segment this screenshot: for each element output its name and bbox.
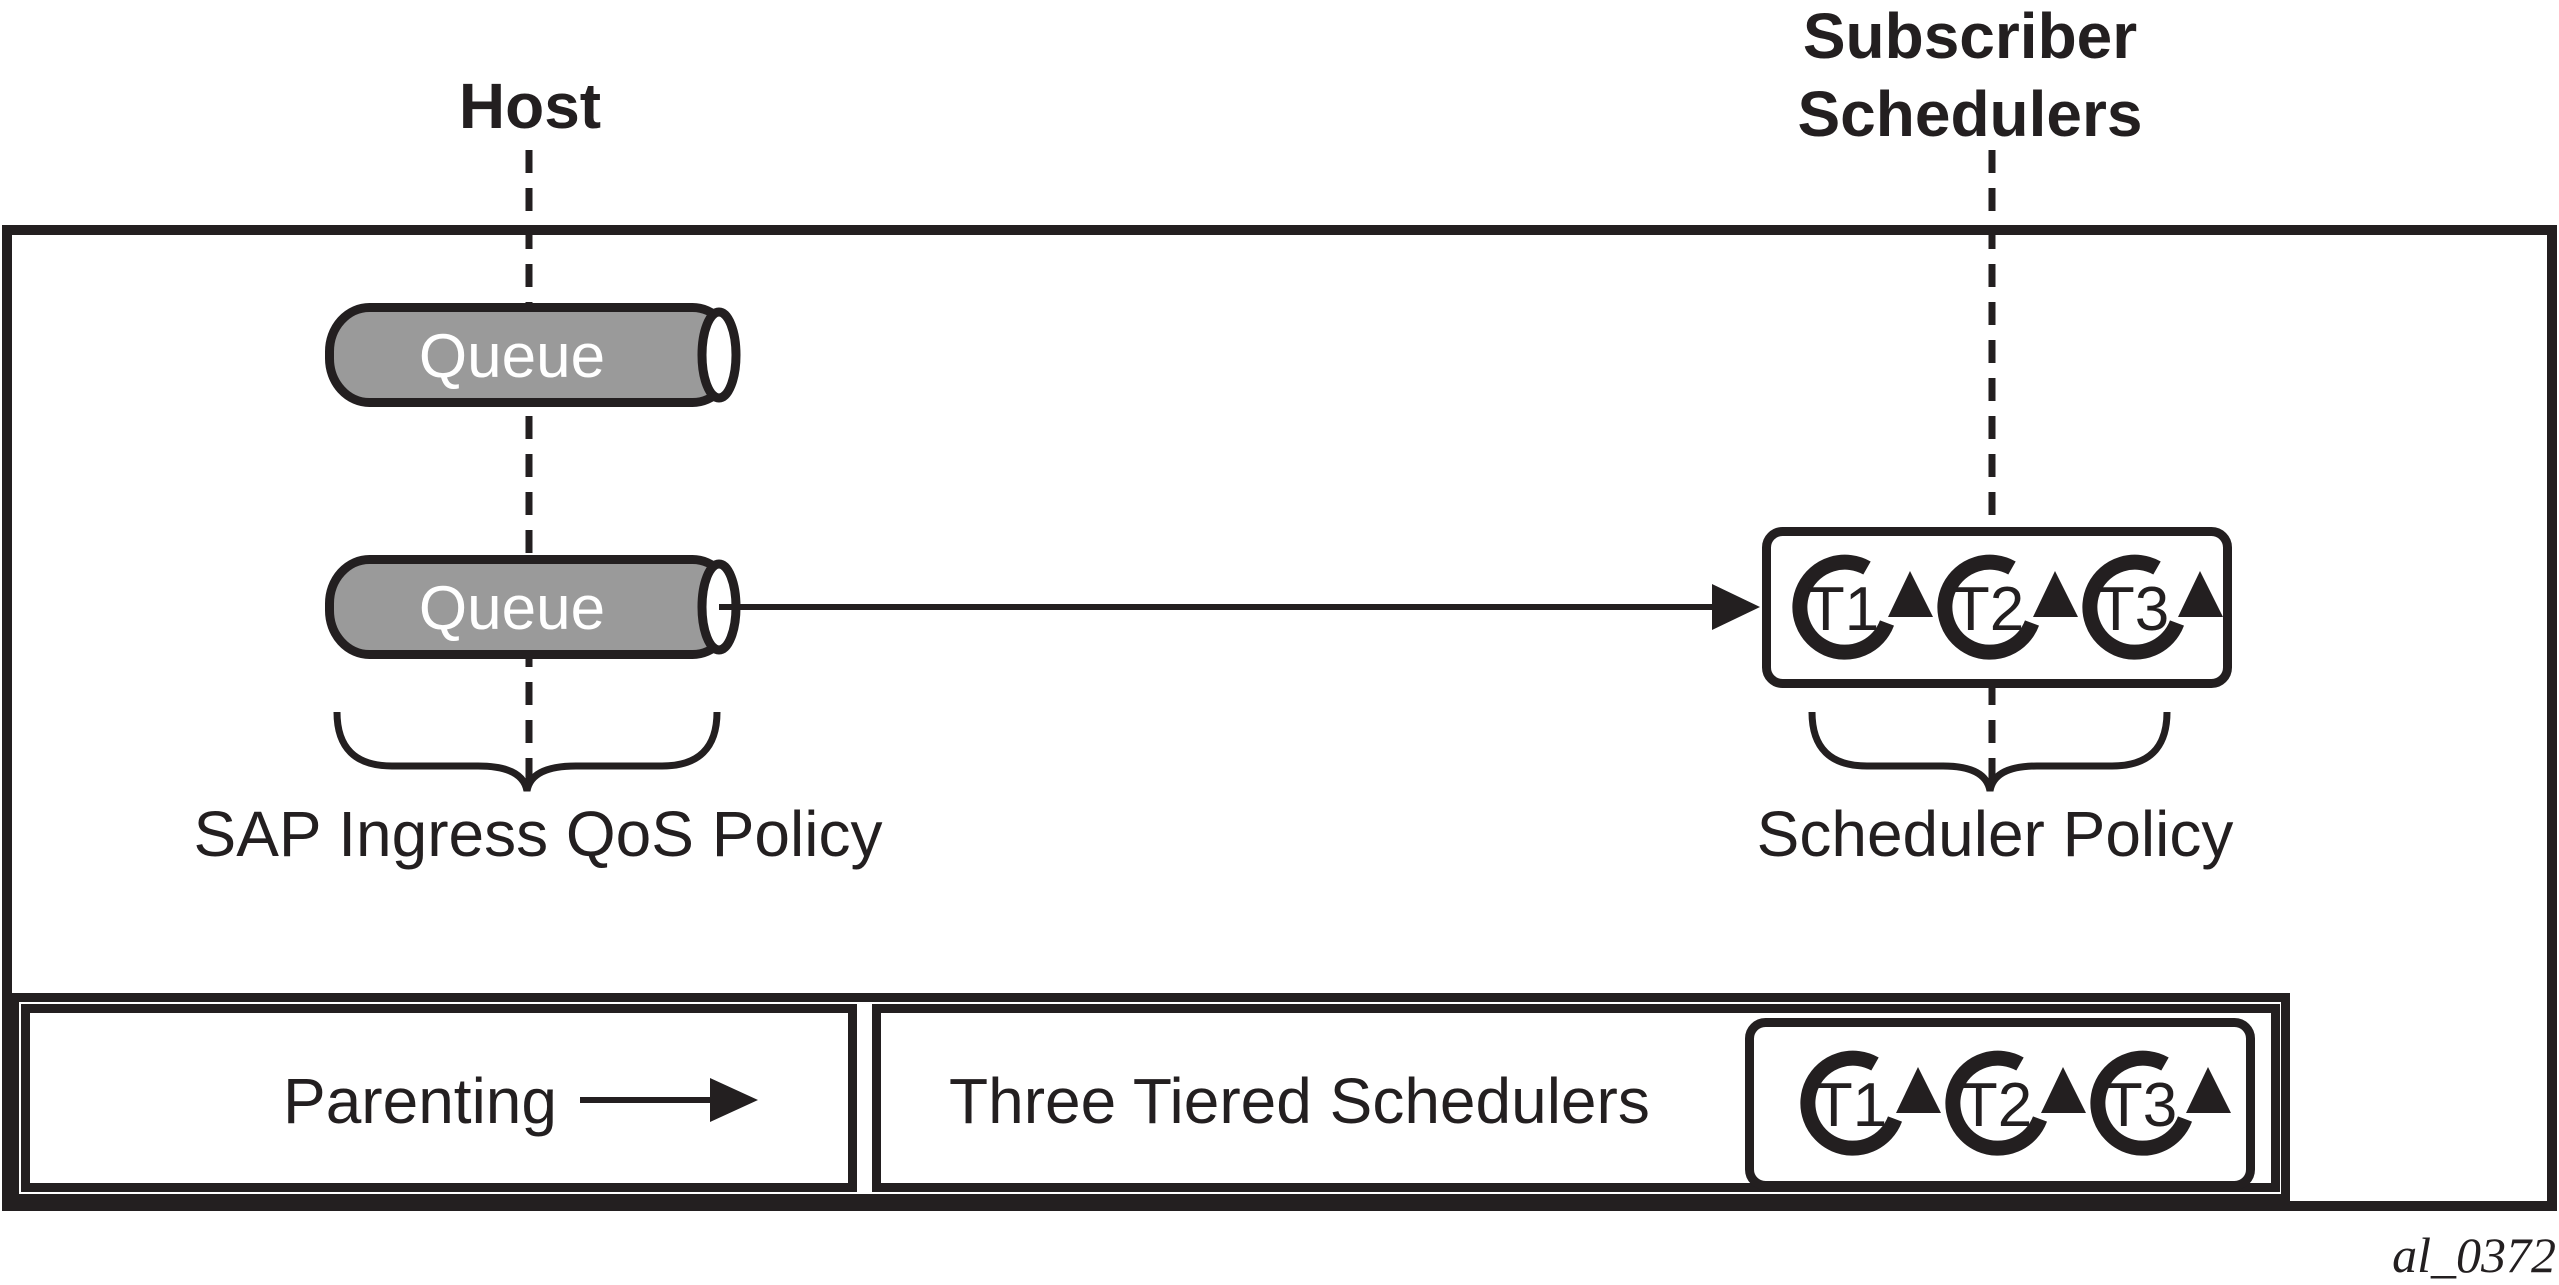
scheduler-policy-brace <box>1808 711 2171 792</box>
host-label: Host <box>459 70 601 142</box>
queue-1-label: Queue <box>419 322 605 391</box>
parenting-label: Parenting <box>283 1065 557 1137</box>
tier-glyph-t1: T1 <box>1792 554 1933 660</box>
tier-label: T2 <box>1960 1071 2032 1140</box>
outer-box <box>2 225 2557 1211</box>
figure-id-label: al_0372 <box>2392 1227 2556 1283</box>
up-arrowhead-icon <box>2041 1067 2086 1113</box>
up-arrowhead-icon <box>1896 1067 1941 1113</box>
up-arrowhead-icon <box>1888 571 1933 617</box>
arrowhead-icon <box>1712 584 1760 630</box>
circular-arrow-icon <box>2090 1050 2193 1156</box>
subscriber-label-line1: Subscriber <box>1803 0 2137 72</box>
tier-glyph-bottom-t2: T2 <box>1945 1050 2086 1156</box>
tier-label: T2 <box>1952 575 2024 644</box>
circular-arrow-icon <box>1937 554 2040 660</box>
up-arrowhead-icon <box>2033 571 2078 617</box>
queue-to-scheduler-arrow <box>719 584 1760 630</box>
three-tiered-label: Three Tiered Schedulers <box>949 1065 1650 1137</box>
subscriber-label-line2: Schedulers <box>1797 78 2142 150</box>
up-arrowhead-icon <box>2186 1067 2231 1113</box>
queue-2-label: Queue <box>419 574 605 643</box>
circular-arrow-icon <box>1792 554 1895 660</box>
arrowhead-icon <box>710 1078 758 1122</box>
tier-glyph-t2: T2 <box>1937 554 2078 660</box>
tier-label: T3 <box>2097 575 2169 644</box>
scheduler-policy-label: Scheduler Policy <box>1757 798 2234 870</box>
parenting-arrow <box>580 1078 758 1122</box>
queue-1: Queue <box>325 303 741 407</box>
queue-2: Queue <box>325 555 741 659</box>
tier-glyph-bottom-t3: T3 <box>2090 1050 2231 1156</box>
sap-ingress-brace <box>333 711 721 792</box>
circular-arrow-icon <box>2082 554 2185 660</box>
sap-ingress-policy-label: SAP Ingress QoS Policy <box>194 798 883 870</box>
circular-arrow-icon <box>1800 1050 1903 1156</box>
tier-label: T1 <box>1807 575 1879 644</box>
tier-label: T1 <box>1815 1071 1887 1140</box>
tier-label: T3 <box>2105 1071 2177 1140</box>
circular-arrow-icon <box>1945 1050 2048 1156</box>
tier-glyph-t3: T3 <box>2082 554 2223 660</box>
queue-1-mouth <box>697 307 741 403</box>
up-arrowhead-icon <box>2178 571 2223 617</box>
tier-glyph-bottom-t1: T1 <box>1800 1050 1941 1156</box>
